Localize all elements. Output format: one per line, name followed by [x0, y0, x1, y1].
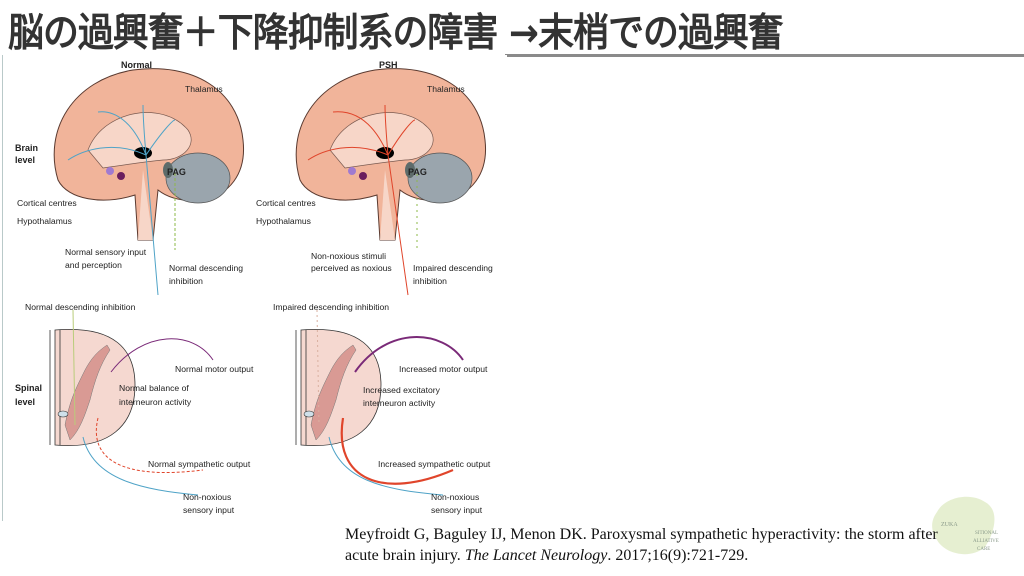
citation-title-end: acute brain injury. [345, 547, 465, 564]
title-divider [505, 54, 1024, 57]
heading-psh: PSH [379, 60, 398, 70]
normal-sympathetic-path [95, 417, 204, 474]
brain-normal-illustration [53, 68, 245, 241]
label-increased-motor: Increased motor output [399, 364, 488, 374]
spinal-level-label-2: level [15, 397, 35, 407]
label-cortical-normal: Cortical centres [17, 198, 77, 208]
logo-text-4: CARE [977, 547, 990, 552]
label-normal-balance: Normal balance of [119, 383, 189, 393]
label-sensory-psh-2: sensory input [431, 505, 483, 515]
organization-logo: ZUKA SITIONAL ALLIATIVE CARE [925, 492, 1015, 562]
label-hypothalamus-normal: Hypothalamus [17, 216, 72, 226]
label-impaired-descending: Impaired descending [413, 263, 493, 273]
brain-psh-illustration [295, 68, 487, 241]
label-increased-sympathetic: Increased sympathetic output [378, 459, 491, 469]
label-normal-sympathetic: Normal sympathetic output [148, 459, 251, 469]
label-sensory-psh: Non-noxious [431, 492, 479, 502]
psh-mechanism-figure: Normal PSH Brain level Thalamus Thalamus… [2, 55, 507, 521]
citation-volume: . 2017;16(9):721-729. [607, 547, 749, 564]
psh-sensory-path-spinal [328, 436, 444, 496]
label-normal-motor: Normal motor output [175, 364, 254, 374]
label-impaired-descending-2: inhibition [413, 276, 447, 286]
brain-level-label-2: level [15, 155, 35, 165]
label-hypothalamus-psh: Hypothalamus [256, 216, 311, 226]
psh-sensory-paths [307, 104, 416, 296]
label-normal-sensory: Normal sensory input [65, 247, 147, 257]
increased-motor-path [354, 336, 464, 373]
label-normal-balance-2: interneuron activity [119, 397, 192, 407]
label-psh-stimuli: Non-noxious stimuli [311, 251, 386, 261]
spinal-level-label: Spinal [15, 383, 42, 393]
citation-journal: The Lancet Neurology [464, 547, 608, 564]
normal-inhibition-line [72, 309, 76, 426]
increased-sympathetic-path [340, 417, 454, 485]
normal-motor-path [110, 338, 214, 373]
impaired-inhibition-line [316, 309, 320, 426]
citation-line-2: acute brain injury. The Lancet Neurology… [345, 545, 938, 566]
citation-line-1: Meyfroidt G, Baguley IJ, Menon DK. Parox… [345, 526, 938, 543]
brain-level-label: Brain [15, 143, 38, 153]
citation: Meyfroidt G, Baguley IJ, Menon DK. Parox… [345, 524, 938, 566]
label-normal-sensory-2: and perception [65, 260, 122, 270]
logo-text-3: ALLIATIVE [973, 539, 999, 544]
label-pag-psh: PAG [408, 167, 427, 177]
label-normal-inhibition: Normal descending inhibition [25, 302, 136, 312]
label-thalamus-psh: Thalamus [427, 84, 465, 94]
label-normal-descending-2: inhibition [169, 276, 203, 286]
label-pag-normal: PAG [167, 167, 186, 177]
slide-title: 脳の過興奮＋下降抑制系の障害 →末梢での過興奮 [8, 11, 784, 56]
logo-text-2: SITIONAL [975, 531, 998, 536]
figure-diagram: Normal PSH Brain level Thalamus Thalamus… [15, 60, 493, 515]
label-thalamus-normal: Thalamus [185, 84, 223, 94]
label-sensory-normal-2: sensory input [183, 505, 235, 515]
label-psh-stimuli-2: perceived as noxious [311, 263, 392, 273]
label-normal-descending: Normal descending [169, 263, 243, 273]
normal-sensory-path-spinal [82, 436, 199, 496]
label-impaired-inhibition: Impaired descending inhibition [273, 302, 389, 312]
label-increased-excitatory-2: interneuron activity [363, 398, 436, 408]
label-sensory-normal: Non-noxious [183, 492, 231, 502]
logo-text-1: ZUKA [941, 522, 958, 528]
label-cortical-psh: Cortical centres [256, 198, 316, 208]
heading-normal: Normal [121, 60, 152, 70]
normal-sensory-paths [67, 104, 176, 296]
label-increased-excitatory: Increased excitatory [363, 385, 441, 395]
